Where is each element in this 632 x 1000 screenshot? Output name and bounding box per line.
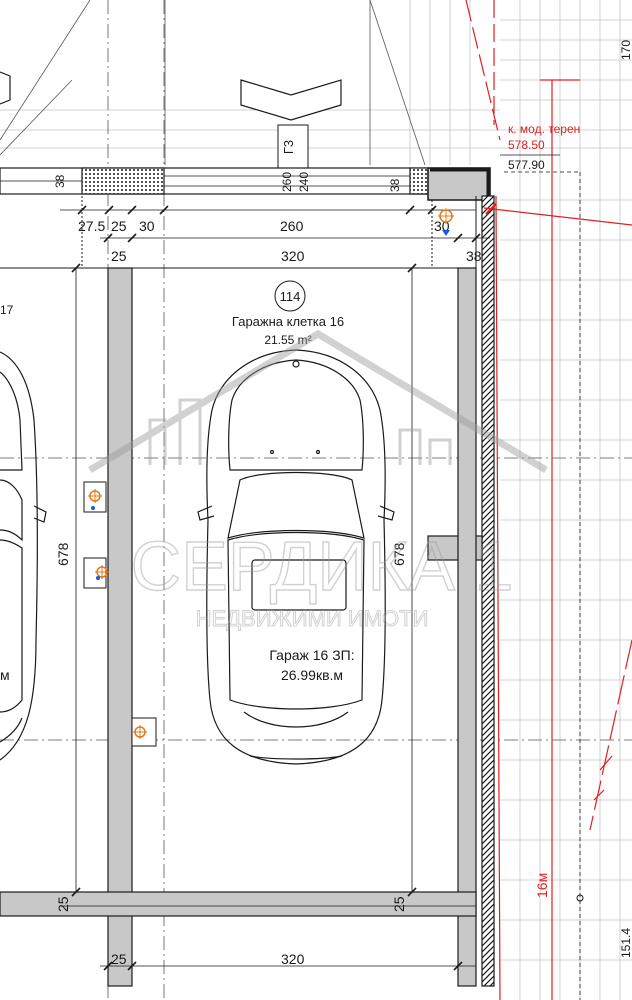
- terrain-level-black: 577.90: [508, 158, 545, 172]
- room-number: 114: [280, 289, 301, 304]
- dim-151-4: 151.4: [619, 928, 632, 958]
- left-car-icon: [0, 351, 47, 761]
- exterior-wall-right: [481, 195, 495, 987]
- terrain-label: к. мод. терен: [508, 122, 580, 136]
- garage-label-1: Гараж 16 ЗП:: [269, 647, 354, 663]
- dim-top-38b: 38: [388, 178, 402, 192]
- dimension-lines: [60, 205, 490, 971]
- arrow-label: Г3: [281, 140, 296, 154]
- room-number-circle: [274, 280, 306, 312]
- dim-25-bottom-left: 25: [55, 896, 71, 912]
- left-room-fragment-2: м: [0, 667, 10, 683]
- dim-320-lower: 320: [281, 951, 305, 967]
- watermark-line1: СЕРДИКА 1: [131, 527, 514, 605]
- dim-38: 38: [466, 248, 482, 264]
- dim-678-left: 678: [55, 542, 71, 566]
- dim-678-right: 678: [391, 542, 407, 566]
- car-icon: [197, 349, 395, 765]
- dim-27-5: 27.5: [78, 218, 105, 234]
- dim-top-38a: 38: [53, 174, 67, 188]
- service-pin-icon: [83, 557, 109, 589]
- garage-label-2: 26.99кв.м: [281, 667, 343, 683]
- survey-point-icon: [576, 894, 584, 902]
- dim-top-260: 260: [280, 172, 294, 192]
- dim-320: 320: [281, 248, 305, 264]
- service-pin-icon: [83, 481, 107, 513]
- opening-marks: [0, 196, 458, 269]
- terrain-level-red: 578.50: [508, 138, 545, 152]
- service-pin-icon: [438, 208, 454, 236]
- dim-260: 260: [280, 218, 304, 234]
- construction-lines: [0, 0, 426, 166]
- terrain-distance: 16м: [534, 873, 550, 898]
- arrow-label-box: [277, 124, 309, 170]
- dim-30a: 30: [139, 218, 155, 234]
- dim-25-lower: 25: [111, 951, 127, 967]
- terrain-lines: [465, 0, 632, 1000]
- watermark-line2: НЕДВИЖИМИ ИМОТИ: [196, 606, 429, 631]
- dim-25b: 25: [111, 248, 127, 264]
- dim-top-240: 240: [297, 172, 311, 192]
- top-wall: [0, 167, 491, 201]
- partition-walls: [0, 267, 477, 987]
- room-area: 21.55 m²: [264, 333, 311, 347]
- room-name: Гаражна клетка 16: [232, 314, 344, 329]
- dim-25-bottom-right: 25: [391, 896, 407, 912]
- service-pin-icon: [131, 717, 157, 747]
- left-chevron-fragment: [0, 71, 11, 105]
- watermark-logo: СЕРДИКА 1 НЕДВИЖИМИ ИМОТИ: [88, 329, 548, 632]
- red-tick-icon: [485, 203, 497, 215]
- dim-170: 170: [619, 40, 632, 60]
- left-room-fragment: 17: [0, 303, 14, 317]
- direction-chevron: [240, 79, 342, 121]
- dim-25a: 25: [111, 218, 127, 234]
